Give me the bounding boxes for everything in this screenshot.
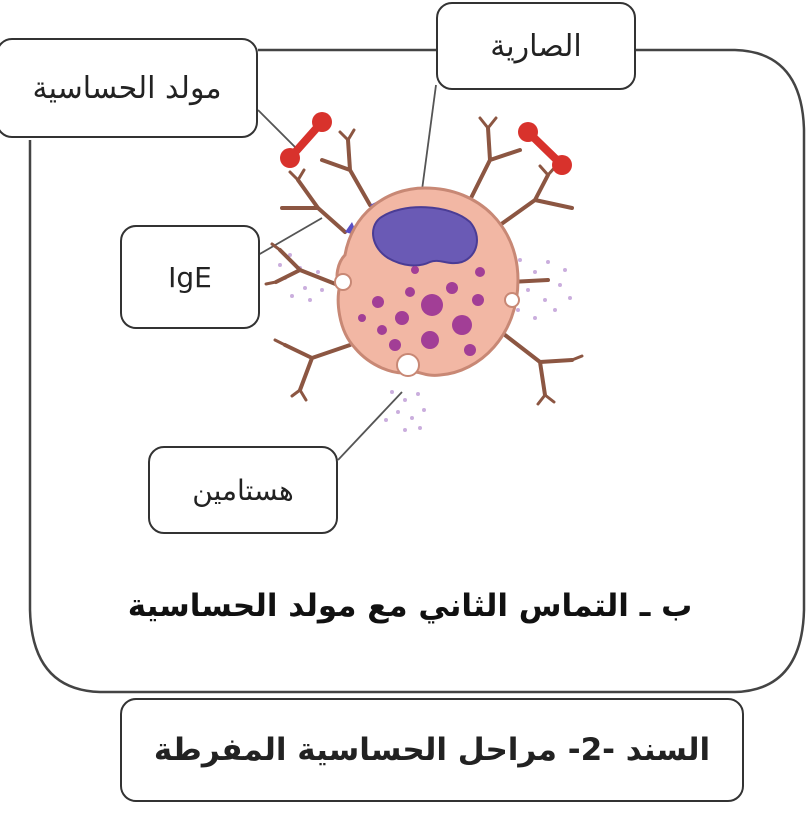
granule-release-pore-right xyxy=(505,293,519,307)
granule-release-pore-bottom xyxy=(397,354,419,376)
histamine-label-text: هستامين xyxy=(192,474,294,507)
panel-title: ب ـ التماس الثاني مع مولد الحساسية xyxy=(80,588,740,648)
mast-cell-label-text: الصارية xyxy=(490,29,582,64)
histamine-release-bottom xyxy=(384,390,426,432)
ige-label-text: IgE xyxy=(168,261,212,294)
allergen-molecule-right xyxy=(518,122,572,175)
figure-caption-text: السند -2- مراحل الحساسية المفرطة xyxy=(154,732,710,768)
allergen-label: مولد الحساسية xyxy=(0,38,258,138)
mast-cell xyxy=(335,188,519,376)
figure-caption: السند -2- مراحل الحساسية المفرطة xyxy=(120,698,744,802)
histamine-release-right xyxy=(516,258,572,320)
allergen-label-text: مولد الحساسية xyxy=(33,71,222,106)
granule-release-pore-left xyxy=(335,274,351,290)
mast-cell-nucleus xyxy=(373,207,477,265)
mast-cell-label: الصارية xyxy=(436,2,636,90)
histamine-label: هستامين xyxy=(148,446,338,534)
ige-label: IgE xyxy=(120,225,260,329)
